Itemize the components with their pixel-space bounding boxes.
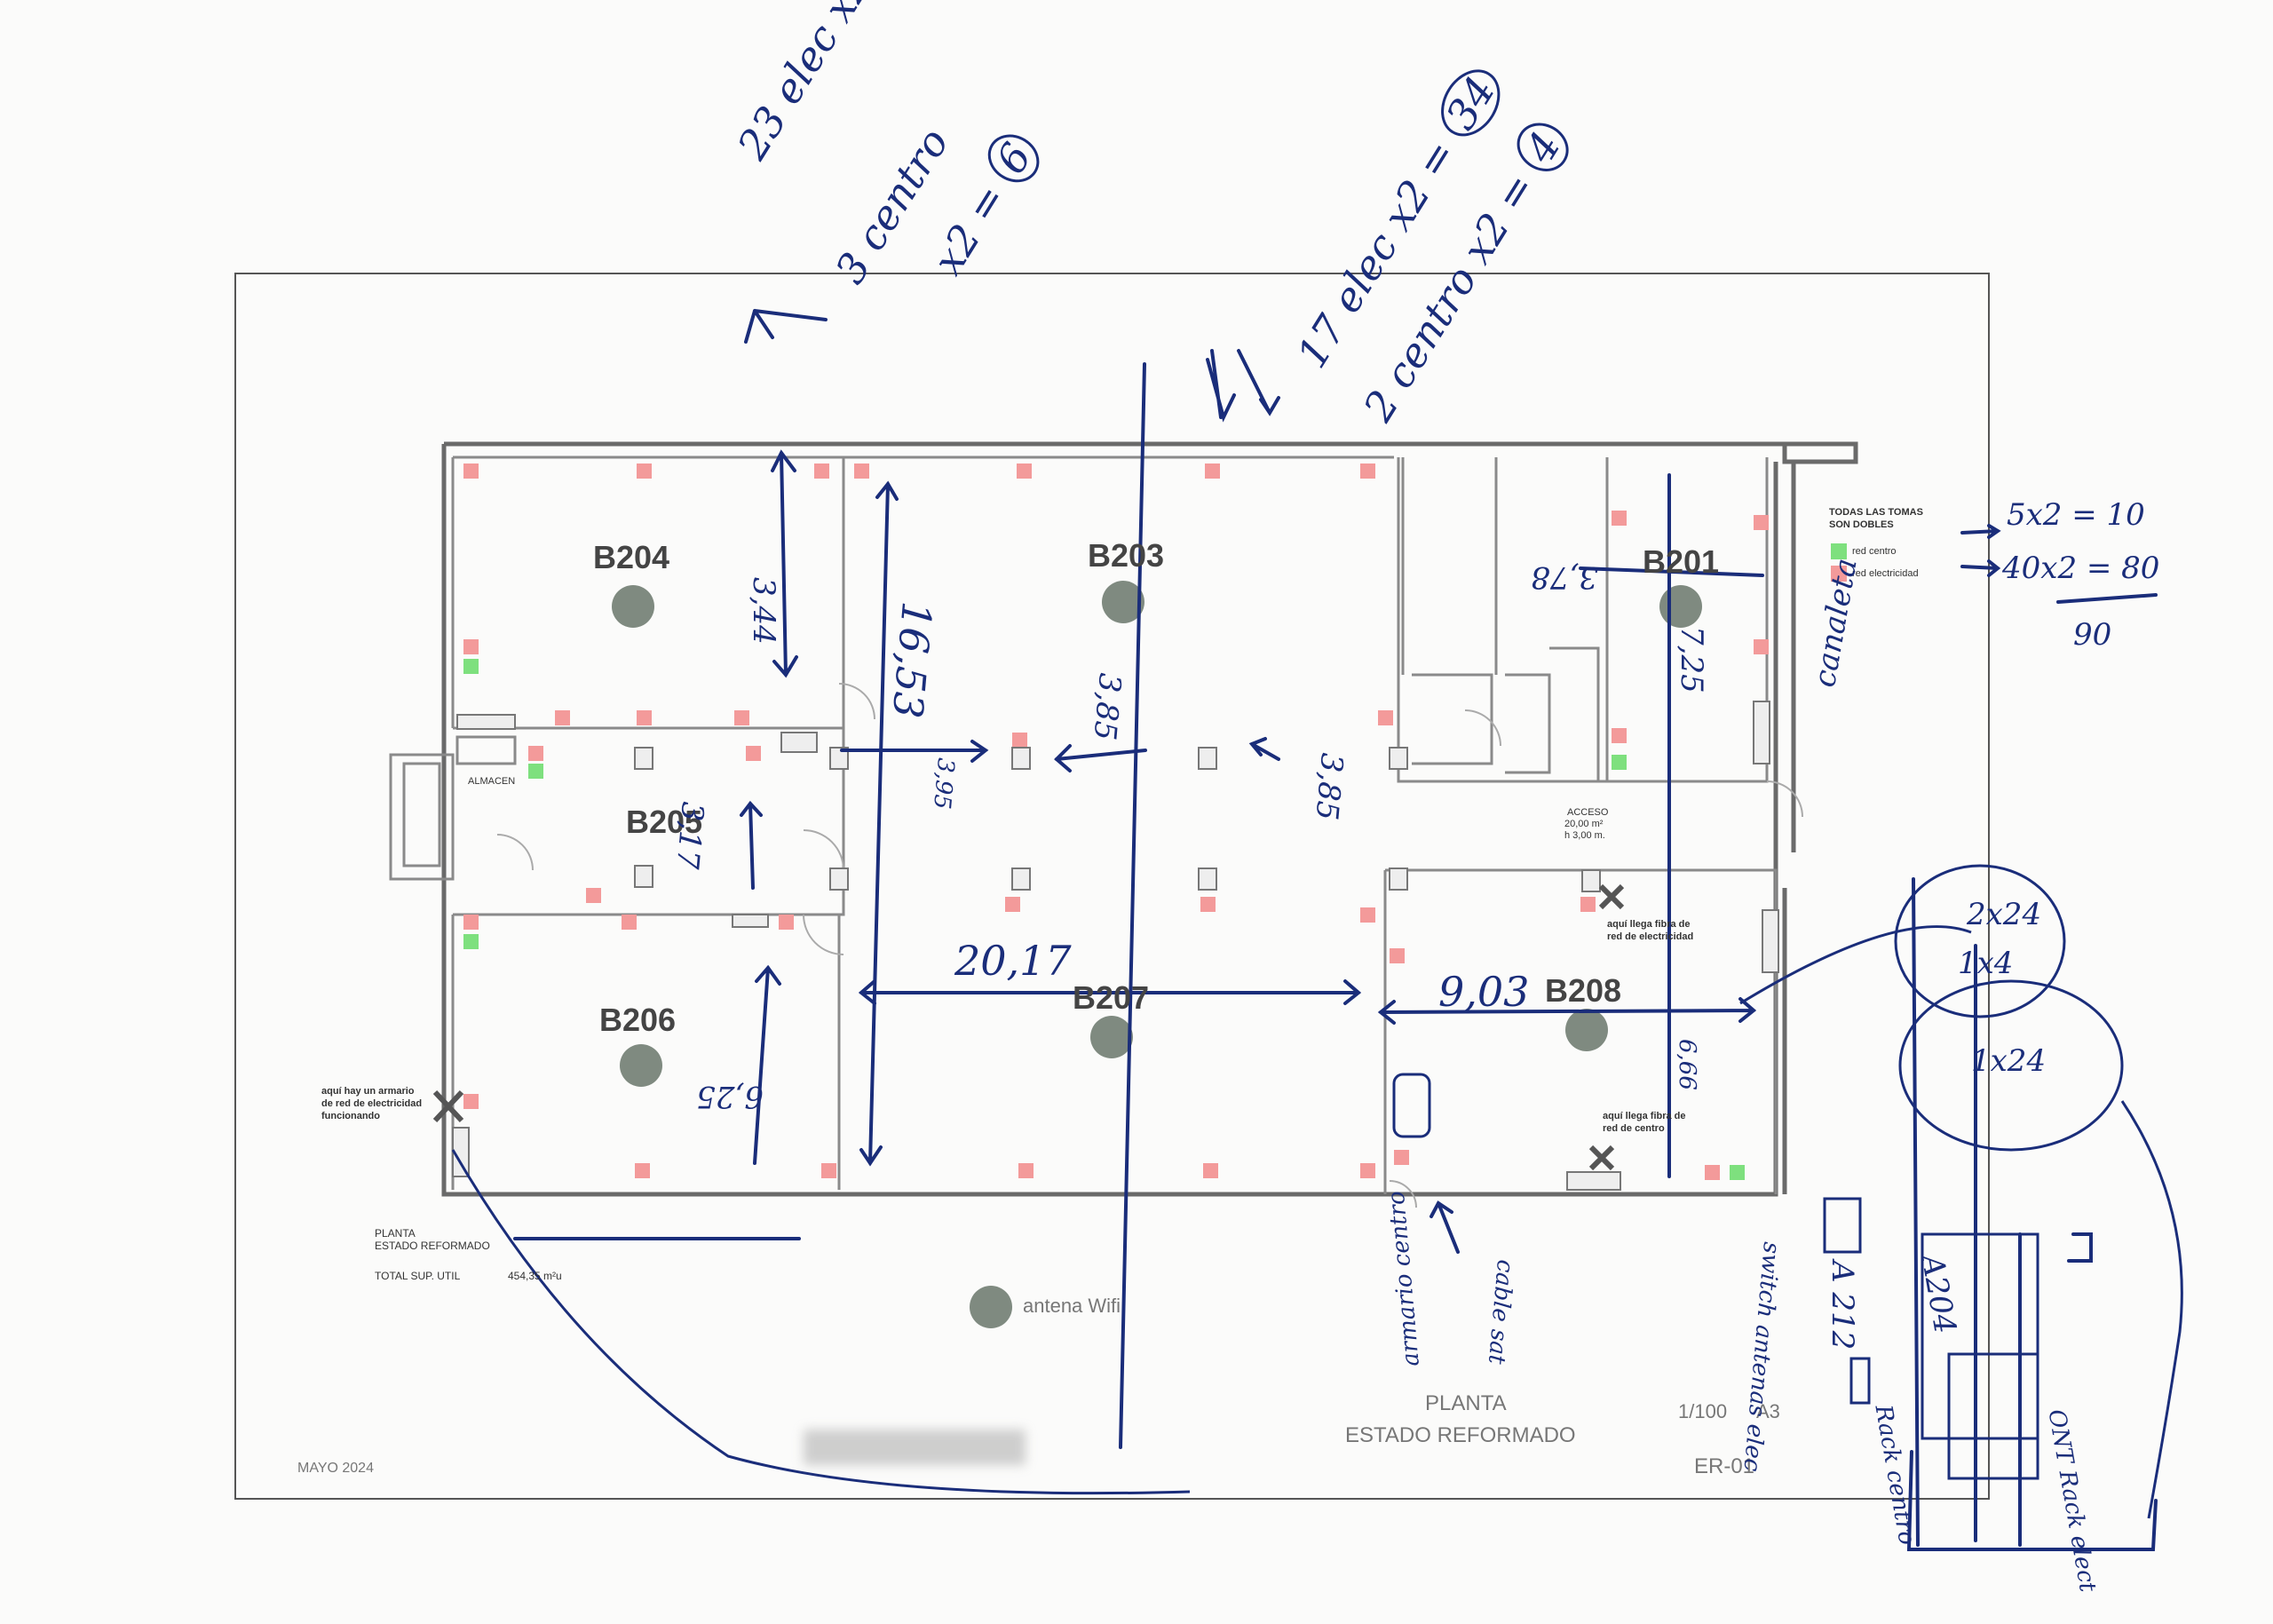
floor-boxes — [452, 701, 1779, 1191]
hw-dim-395: 3,95 — [928, 757, 959, 811]
acceso-height: h 3,00 m. — [1564, 830, 1605, 841]
legend-swatch-elec — [1831, 566, 1847, 582]
acceso-name: ACCESO — [1567, 807, 1609, 818]
hw-dim-385a: 3,85 — [1086, 671, 1128, 742]
hw-dim-903: 9,03 — [1438, 968, 1530, 1016]
redacted-logo — [804, 1430, 1026, 1465]
legend-item-centro: red centro — [1852, 546, 1897, 557]
tb-scale: 1/100 — [1678, 1400, 1728, 1422]
hw-a212: A 212 — [1825, 1261, 1860, 1351]
tb-title-2: ESTADO REFORMADO — [1345, 1423, 1576, 1447]
plan-name: PLANTA ESTADO REFORMADO — [375, 1227, 490, 1252]
hw-dim-625: 6,25 — [696, 1079, 764, 1114]
legend-item-elec: red electricidad — [1852, 568, 1919, 579]
hw-calc-total: 90 — [2073, 617, 2112, 653]
legend-swatch-centro — [1831, 543, 1847, 559]
fibra-note-centro: aquí llega fibra de red de centro — [1603, 1111, 1686, 1134]
dimension-arrows — [513, 309, 2158, 1551]
area-label: TOTAL SUP. UTIL — [375, 1270, 461, 1282]
hw-dim-344: 3,44 — [746, 577, 781, 645]
hw-dim-2017: 20,17 — [954, 937, 1072, 985]
tb-sheet: ER-01 — [1694, 1454, 1755, 1478]
area-value: 454,35 m²u — [508, 1270, 562, 1282]
room-b205: B205 — [626, 804, 703, 840]
outlets-elec — [463, 463, 1769, 1180]
hw-calc-1: 5x2 = 10 — [2007, 497, 2145, 533]
door-swings — [496, 683, 1803, 1208]
hw-dim-725: 7,25 — [1674, 626, 1709, 693]
room-b206: B206 — [599, 1002, 677, 1038]
acceso-area: 20,00 m² — [1564, 819, 1604, 829]
tb-paper: A3 — [1756, 1400, 1780, 1422]
room-b201: B201 — [1643, 543, 1720, 580]
hw-r3: 1x24 — [1971, 1043, 2047, 1079]
room-b208: B208 — [1545, 972, 1622, 1009]
room-b203: B203 — [1088, 537, 1165, 574]
hw-dim-666: 6,66 — [1674, 1039, 1700, 1090]
antena-wifi-label: antena Wifi — [1023, 1295, 1121, 1317]
room-b204: B204 — [593, 539, 670, 575]
hw-r1: 2x24 — [1967, 897, 2042, 932]
hw-dim-1653: 16,53 — [883, 599, 941, 721]
hw-dim-378: 3,78 — [1531, 559, 1598, 595]
outlets-centro — [463, 659, 1745, 1180]
outer-walls — [441, 441, 1858, 1197]
hw-r2: 1x4 — [1958, 946, 2014, 981]
tb-date: MAYO 2024 — [297, 1461, 374, 1476]
interior-walls — [389, 456, 1778, 1194]
antenna-discs — [612, 581, 1702, 1328]
hw-dim-385b: 3,85 — [1308, 751, 1350, 822]
x-marks — [432, 883, 1625, 1171]
room-b207: B207 — [1073, 979, 1150, 1016]
hw-calc-2: 40x2 = 80 — [2002, 551, 2160, 586]
hw-dim-317: 3,17 — [669, 800, 710, 871]
sheet-border — [234, 273, 1990, 1500]
armario-note: aquí hay un armario de red de electricid… — [321, 1086, 423, 1121]
fibra-note-elec: aquí llega fibra de red de electricidad — [1607, 919, 1694, 942]
tb-title-1: PLANTA — [1425, 1391, 1507, 1415]
almacen-label: ALMACEN — [468, 776, 516, 787]
legend-title: TODAS LAS TOMAS SON DOBLES — [1829, 507, 1923, 530]
hand-loops — [451, 864, 2183, 1519]
